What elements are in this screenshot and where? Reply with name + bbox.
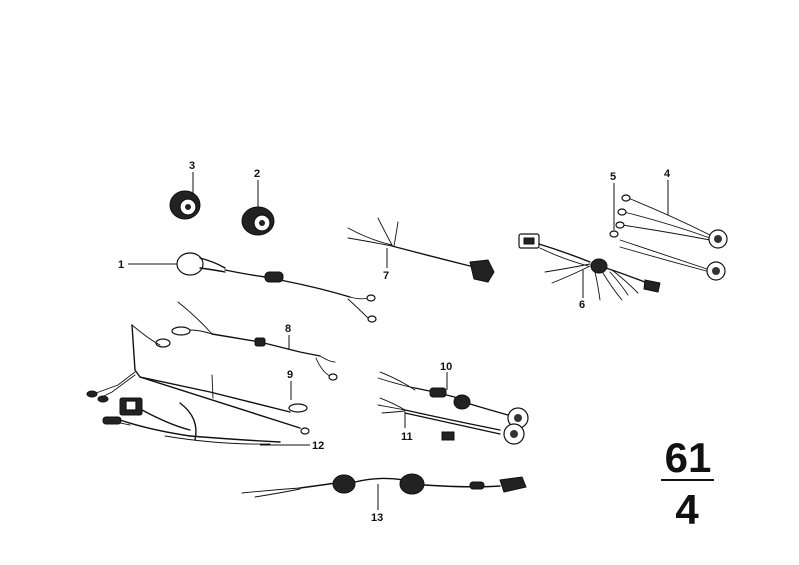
group-number-top: 61 [665, 434, 712, 481]
part-8-cable[interactable] [155, 301, 338, 381]
part-9-lead[interactable] [288, 381, 308, 413]
callout-13: 13 [371, 512, 383, 524]
group-number-bottom: 4 [675, 486, 699, 533]
callout-1: 1 [118, 259, 124, 271]
callout-5: 5 [610, 171, 616, 183]
callout-6: 6 [579, 299, 585, 311]
part-10-cable[interactable] [377, 371, 529, 429]
callout-7: 7 [383, 270, 389, 282]
part-5-lead[interactable] [609, 183, 619, 238]
callout-3: 3 [189, 160, 195, 172]
callout-12: 12 [312, 440, 324, 452]
part-7-cable[interactable] [347, 217, 495, 283]
part-13-cable[interactable] [241, 473, 527, 510]
part-2-grommet[interactable] [241, 180, 275, 236]
part-11-cable[interactable] [377, 397, 525, 445]
part-12-main-harness[interactable] [86, 324, 310, 446]
callout-10: 10 [440, 361, 452, 373]
part-1-cable[interactable] [128, 252, 377, 323]
callout-9: 9 [287, 369, 293, 381]
group-number: 61 4 [661, 434, 714, 533]
callout-4: 4 [664, 168, 671, 180]
callout-2: 2 [254, 168, 260, 180]
part-4-harness[interactable] [615, 180, 728, 281]
part-3-grommet[interactable] [169, 172, 201, 220]
part-6-harness[interactable] [518, 233, 661, 301]
callout-11: 11 [401, 431, 413, 443]
callout-8: 8 [285, 323, 291, 335]
